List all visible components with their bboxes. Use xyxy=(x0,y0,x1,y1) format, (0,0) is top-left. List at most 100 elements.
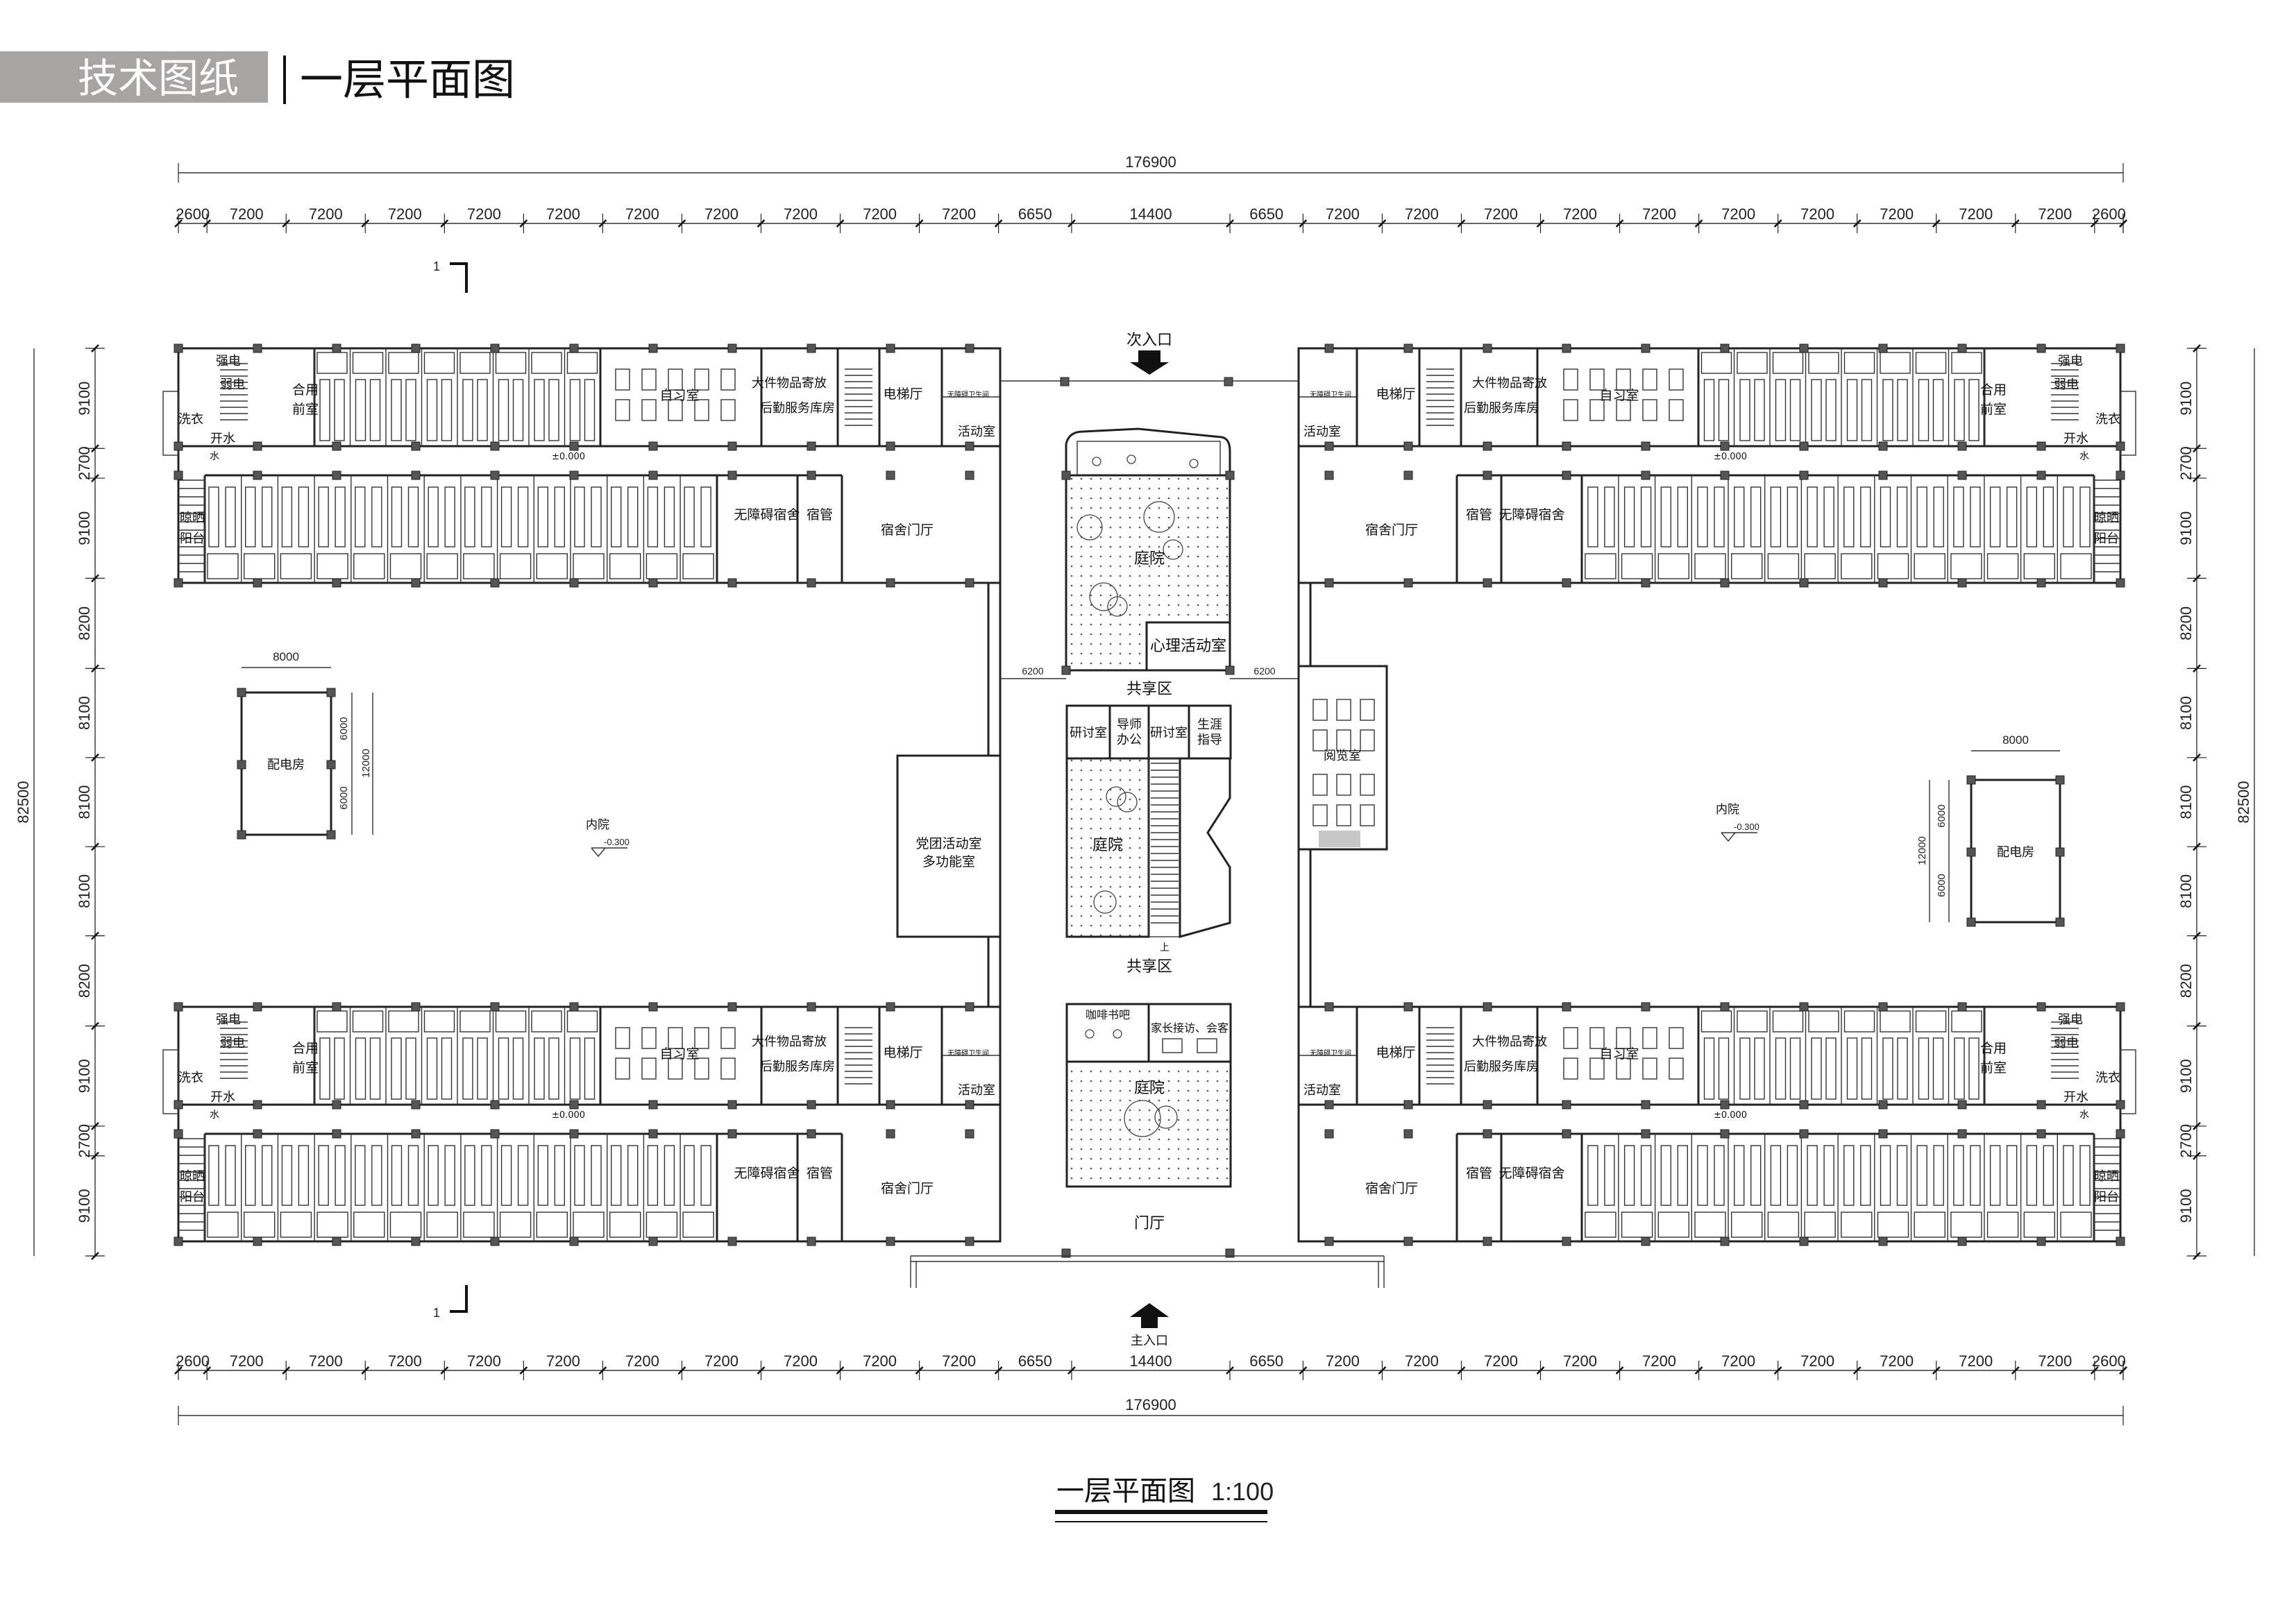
room-label-accessible-dorm: 无障碍宿舍 xyxy=(734,1166,800,1181)
room-label-accessible-wc: 无障碍卫生间 xyxy=(1310,1048,1351,1057)
seminar-room-label-2: 研讨室 xyxy=(1150,726,1188,740)
room-label-drying-balcony-2: 阳台 xyxy=(180,1190,205,1205)
dim-vsegment-label: 9100 xyxy=(76,1189,93,1223)
dim-segment-label: 7200 xyxy=(1721,205,1755,223)
dim-overall-width-top: 176900 xyxy=(1125,153,1176,171)
courtyard-label-2: 庭院 xyxy=(1092,837,1123,854)
dim-segment-label: 7200 xyxy=(1642,205,1676,223)
room-label-dorm-lobby: 宿舍门厅 xyxy=(1365,522,1418,538)
room-label-activity-room: 活动室 xyxy=(958,425,995,439)
main-entrance-arrow-icon xyxy=(1130,1303,1169,1328)
dim-tick-mark xyxy=(282,1366,291,1375)
section-mark-number-bottom: 1 xyxy=(433,1306,440,1320)
dim-segment-label: 7200 xyxy=(1642,1352,1676,1370)
dim-segment-label: 7200 xyxy=(546,205,580,223)
career-label-1: 生涯 xyxy=(1197,717,1222,732)
room-label-floor-level: ±0.000 xyxy=(552,452,585,462)
room-label-storage-1: 大件物品寄放 xyxy=(752,1035,827,1049)
room-label-drying-balcony-1: 晾晒 xyxy=(2094,511,2119,525)
room-label-study-room: 自习室 xyxy=(659,1046,699,1062)
dim-segment-label: 14400 xyxy=(1129,1352,1172,1370)
room-label-dorm-manager: 宿管 xyxy=(1466,1166,1492,1181)
middle-courtyard: 庭院 上 xyxy=(1065,757,1231,953)
room-label-shared-anteroom-2: 前室 xyxy=(292,402,319,417)
dim-vsegment-label: 9100 xyxy=(2177,511,2195,545)
reading-table xyxy=(1312,699,1328,721)
courtyard-label-3: 庭院 xyxy=(1134,1080,1165,1097)
room-label-boiled-water: 开水 xyxy=(210,1090,235,1105)
room-label-elevator-hall: 电梯厅 xyxy=(883,386,922,402)
power-room-length-right: 12000 xyxy=(1916,836,1928,865)
entrance-arrow-icon xyxy=(1130,350,1169,375)
room-label-activity-room: 活动室 xyxy=(1303,1083,1341,1098)
room-label-accessible-dorm: 无障碍宿舍 xyxy=(1499,507,1564,522)
dormitory-wings: 强电弱电洗衣开水水合用前室自习室大件物品寄放后勤服务库房电梯厅无障碍卫生间活动室… xyxy=(162,343,2136,1246)
room-label-drying-balcony-2: 阳台 xyxy=(180,532,205,546)
dim-tick-mark xyxy=(2119,219,2127,228)
dim-tick-mark xyxy=(994,219,1003,228)
header-category-bg xyxy=(0,51,268,103)
dim-tick-mark xyxy=(1932,1366,1941,1375)
dim-vsegment-label: 2700 xyxy=(76,446,93,480)
inner-yard-elevation-left: -0.300 xyxy=(604,837,630,847)
party-activity-room: 党团活动室 多功能室 xyxy=(896,754,1002,938)
reading-table xyxy=(1336,804,1351,826)
dimension-lines: 176900 2600 7200 7200 7200 7200 7200 7200 7200 72… xyxy=(15,153,2255,1425)
dim-tick-mark xyxy=(1299,1366,1308,1375)
dim-tick-mark xyxy=(994,1366,1003,1375)
reading-room-label: 阅览室 xyxy=(1324,749,1361,763)
stair-up-label: 上 xyxy=(1160,942,1170,953)
wing-walls xyxy=(1297,1002,2136,1246)
room-label-storage-1: 大件物品寄放 xyxy=(1472,1035,1547,1049)
cafe-reception-row: 咖啡书吧 家长接访、会客 xyxy=(1065,1003,1232,1063)
drawing-title: 一层平面图 1:100 xyxy=(1055,1475,1274,1522)
room-label-elevator-hall: 电梯厅 xyxy=(883,1045,922,1060)
room-label-drying-balcony-1: 晾晒 xyxy=(180,1169,205,1184)
party-room-label-2: 多功能室 xyxy=(922,854,975,869)
dim-segment-label: 2600 xyxy=(176,205,210,223)
header-category: 技术图纸 xyxy=(78,55,239,102)
dim-tick-mark xyxy=(1457,1366,1466,1375)
main-entrance: 主入口 xyxy=(910,1255,1385,1348)
wing-bottom-left: 强电弱电洗衣开水水合用前室自习室大件物品寄放后勤服务库房电梯厅无障碍卫生间活动室… xyxy=(162,1002,1002,1246)
room-label-activity-room: 活动室 xyxy=(1303,425,1341,439)
room-label-dorm-manager: 宿管 xyxy=(807,507,833,522)
gap-dim-right: 6200 xyxy=(1253,665,1275,677)
room-label-shared-anteroom-1: 合用 xyxy=(1980,382,2007,398)
reading-table xyxy=(1360,774,1375,796)
reading-table xyxy=(1312,774,1328,796)
dim-segment-label: 7200 xyxy=(1721,1352,1755,1370)
power-room-half-right-1: 6000 xyxy=(1936,804,1948,827)
reading-room: 阅览室 xyxy=(1297,665,1388,851)
dim-tick-mark xyxy=(519,1366,528,1375)
room-label-boiled-water: 开水 xyxy=(2063,432,2088,446)
dim-segment-label: 7200 xyxy=(625,1352,659,1370)
room-label-storage-2: 后勤服务库房 xyxy=(760,1060,835,1074)
wing-walls xyxy=(162,343,1002,588)
wing-walls xyxy=(1297,343,2136,588)
dim-segment-label: 7200 xyxy=(1405,1352,1439,1370)
dim-segment-label: 7200 xyxy=(942,1352,976,1370)
shared-area-label-1: 共享区 xyxy=(1126,681,1172,698)
dim-segment-label: 2600 xyxy=(2092,205,2126,223)
room-label-activity-room: 活动室 xyxy=(958,1083,995,1098)
dim-tick-mark xyxy=(677,1366,686,1375)
dim-tick-mark xyxy=(757,1366,766,1375)
dim-vsegment-label: 8100 xyxy=(2177,874,2195,908)
dim-segment-label: 7200 xyxy=(230,205,264,223)
dim-tick-mark xyxy=(1694,219,1703,228)
dim-segment-label: 7200 xyxy=(625,205,659,223)
dim-segment-label: 7200 xyxy=(1405,205,1439,223)
room-label-shared-anteroom-2: 前室 xyxy=(1980,1060,2007,1076)
dim-segment-label: 7200 xyxy=(467,205,501,223)
dim-segment-label: 7200 xyxy=(1484,205,1518,223)
dim-tick-mark xyxy=(915,219,924,228)
room-label-strong-power: 强电 xyxy=(2058,1012,2083,1027)
dim-vsegment-label: 8100 xyxy=(76,874,93,908)
room-label-floor-level: ±0.000 xyxy=(552,1110,585,1121)
dim-segment-label: 7200 xyxy=(2038,1352,2072,1370)
dim-tick-mark xyxy=(677,219,686,228)
dim-tick-mark xyxy=(1378,1366,1387,1375)
room-label-weak-power: 弱电 xyxy=(2054,1036,2079,1051)
reading-table xyxy=(1312,729,1328,751)
